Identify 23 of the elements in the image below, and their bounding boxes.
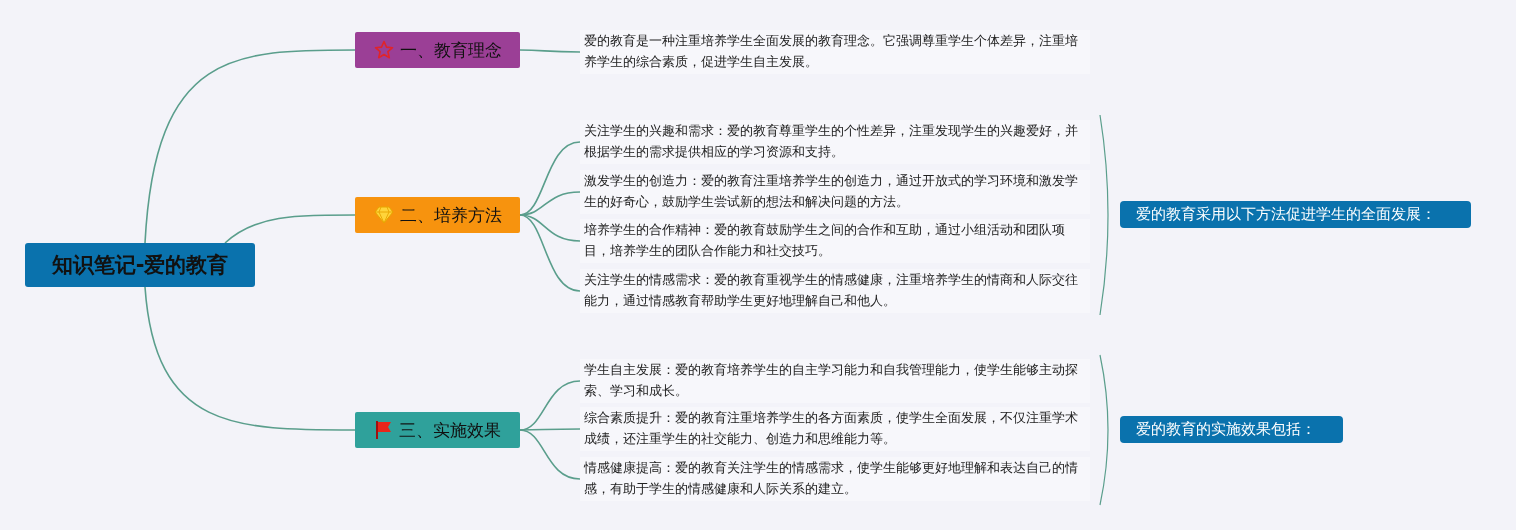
note-text: 情感健康提高：爱的教育关注学生的情感需求，使学生能够更好地理解和表达自己的情感，有助于学生的情感健康和人际关系的建立。: [580, 457, 1090, 501]
summary-box: 爱的教育采用以下方法促进学生的全面发展：: [1120, 201, 1471, 228]
topic-box: [355, 197, 520, 233]
central-topic: 知识笔记-爱的教育: [25, 243, 255, 287]
branch-line: [519, 429, 581, 480]
branch-line: [144, 286, 356, 431]
note-text: 关注学生的情感需求：爱的教育重视学生的情感健康，注重培养学生的情商和人际交往能力，通过情感教育帮助学生更好地理解自己和他人。: [580, 269, 1090, 313]
topic-text: 三、实施效果: [398, 418, 501, 442]
branch-line: [144, 49, 356, 244]
note-text: 学生自主发展：爱的教育培养学生的自主学习能力和自我管理能力，使学生能够主动探索、学习和成长。: [580, 359, 1090, 403]
topic-text: 二、培养方法: [399, 203, 502, 227]
summary-box: 爱的教育的实施效果包括：: [1120, 416, 1343, 443]
branch-line: [519, 49, 581, 53]
note-text: 爱的教育是一种注重培养学生全面发展的教育理念。它强调尊重学生个体差异，注重培养学生的综合素质，促进学生自主发展。: [580, 30, 1090, 74]
topic-box: [355, 412, 520, 448]
topic-text: 一、教育理念: [399, 38, 502, 62]
note-text: 培养学生的合作精神：爱的教育鼓励学生之间的合作和互助，通过小组活动和团队项目，培养学生的团队合作能力和社交技巧。: [580, 219, 1090, 263]
note-text: 关注学生的兴趣和需求：爱的教育尊重学生的个性差异，注重发现学生的兴趣爱好，并根据学生的需求提供相应的学习资源和支持。: [580, 120, 1090, 164]
branch-line: [519, 214, 581, 292]
note-text: 综合素质提升：爱的教育注重培养学生的各方面素质，使学生全面发展，不仅注重学术成绩，还注重学生的社交能力、创造力和思维能力等。: [580, 407, 1090, 451]
note-text: 激发学生的创造力：爱的教育注重培养学生的创造力，通过开放式的学习环境和激发学生的好奇心，鼓励学生尝试新的想法和解决问题的方法。: [580, 170, 1090, 214]
topic-box: [355, 32, 520, 68]
branch-line: [224, 214, 356, 244]
